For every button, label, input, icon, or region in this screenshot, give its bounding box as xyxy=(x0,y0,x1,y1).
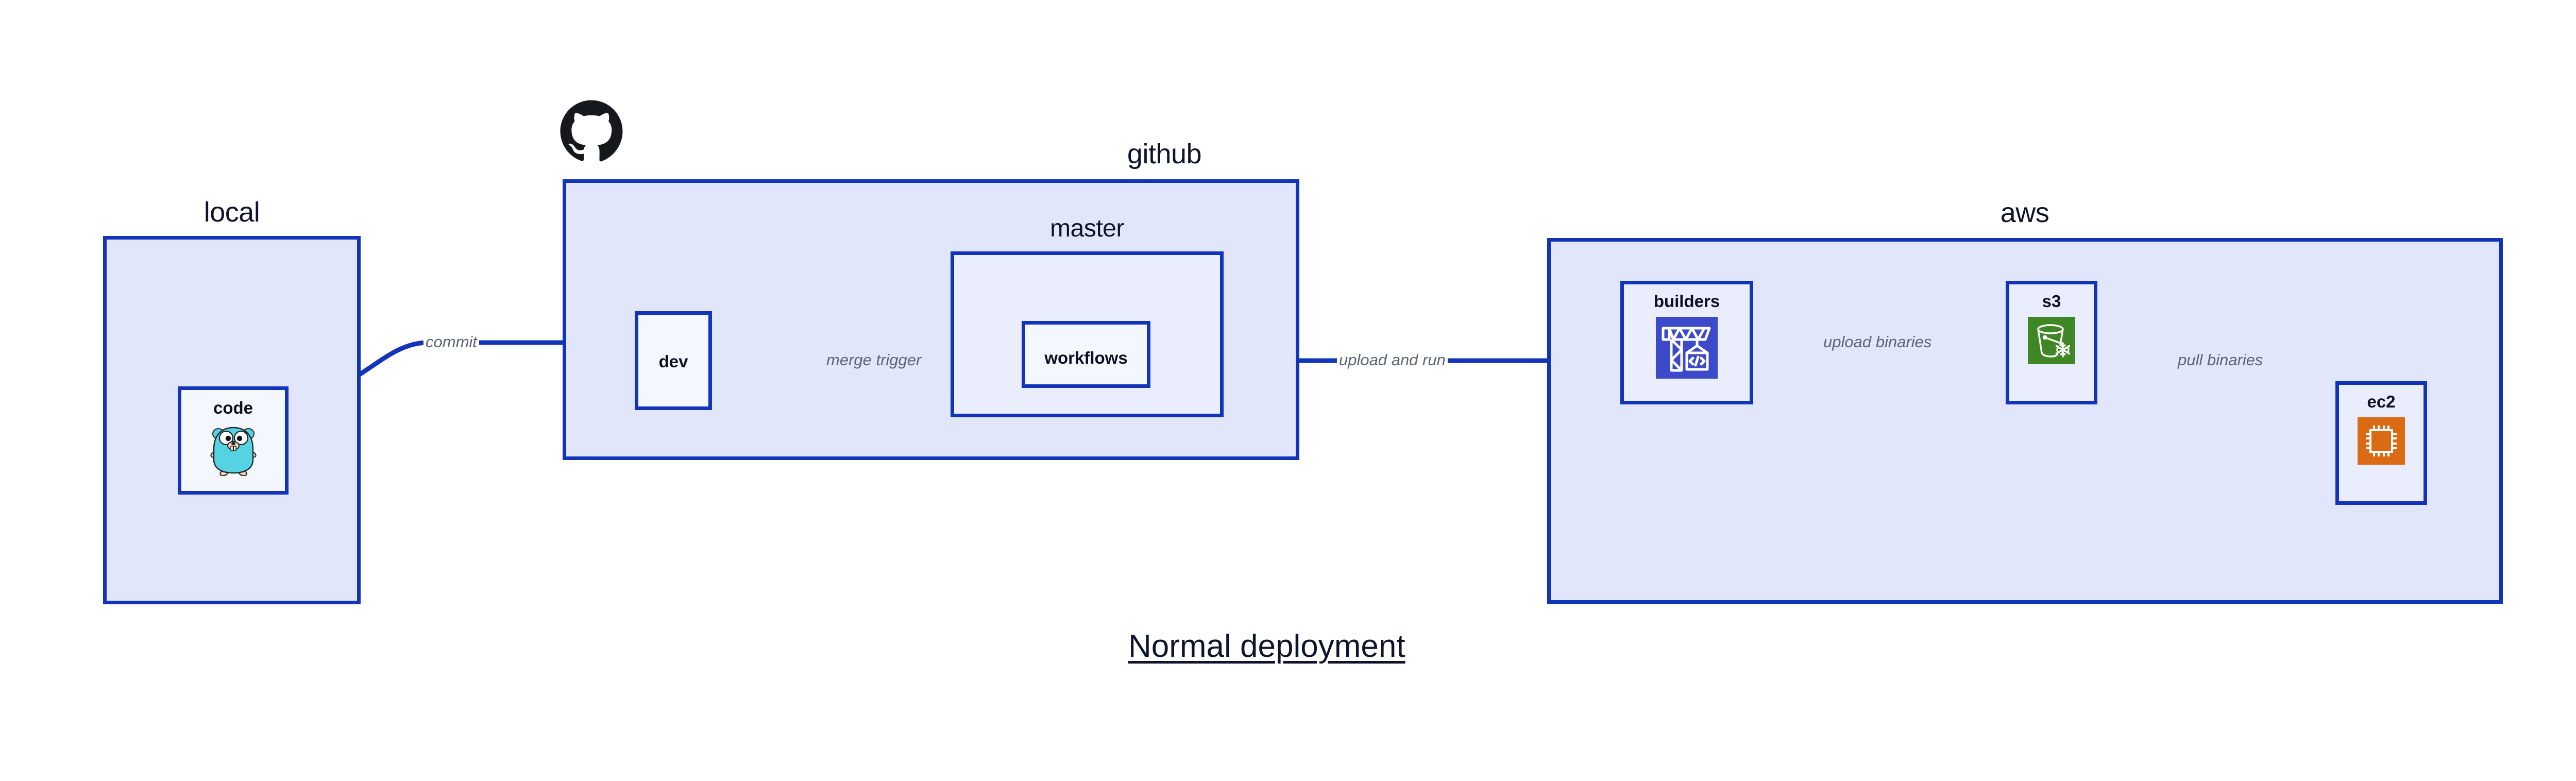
aws-s3-glacier-bucket-icon xyxy=(2028,317,2075,367)
group-master-title: master xyxy=(1050,215,1124,242)
aws-ec2-chip-icon xyxy=(2358,417,2405,467)
github-octocat-logo xyxy=(559,99,624,164)
node-dev[interactable]: dev xyxy=(635,311,712,410)
diagram-caption: Normal deployment xyxy=(1128,629,1405,664)
node-workflows[interactable]: workflows xyxy=(1022,321,1150,388)
edge-label-pull-binaries: pull binaries xyxy=(2176,352,2265,368)
aws-codebuild-crane-icon xyxy=(1656,317,1718,381)
node-code-label: code xyxy=(213,398,253,417)
group-aws-title: aws xyxy=(2000,197,2049,228)
group-local-title: local xyxy=(204,197,260,228)
node-ec2-label: ec2 xyxy=(2367,392,2396,411)
go-gopher-icon xyxy=(210,422,257,479)
node-s3[interactable]: s3 xyxy=(2006,281,2097,404)
node-ec2[interactable]: ec2 xyxy=(2335,381,2427,505)
node-s3-label: s3 xyxy=(2042,292,2061,311)
edge-label-upload-and-run: upload and run xyxy=(1337,352,1448,368)
node-code[interactable]: code xyxy=(178,386,289,495)
node-builders[interactable]: builders xyxy=(1620,281,1753,404)
edge-label-upload-binaries: upload binaries xyxy=(1821,334,1934,350)
group-local xyxy=(103,236,361,604)
edge-label-commit: commit xyxy=(423,334,479,350)
node-workflows-label: workflows xyxy=(1044,348,1128,367)
node-dev-label: dev xyxy=(658,352,688,371)
group-github-title: github xyxy=(1127,139,1202,169)
edge-label-merge-trigger: merge trigger xyxy=(824,352,924,368)
node-builders-label: builders xyxy=(1653,292,1720,311)
